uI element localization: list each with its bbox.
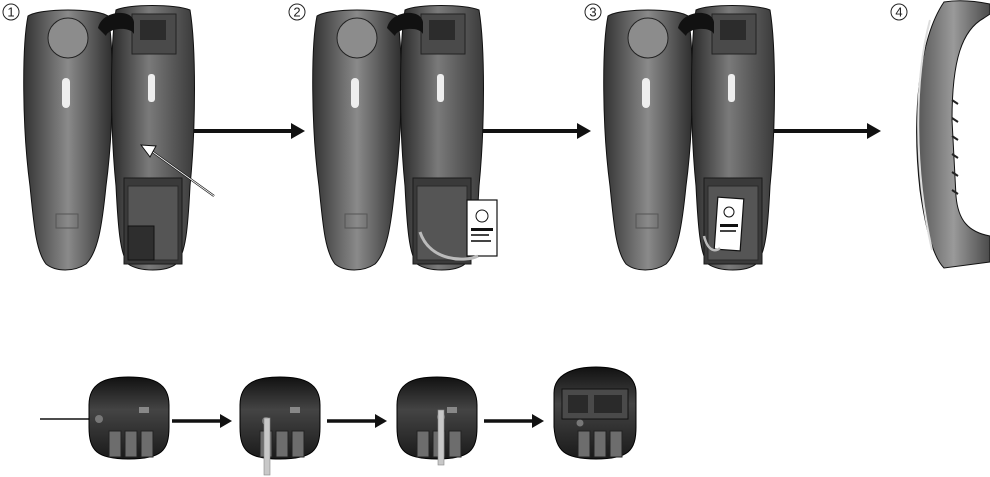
handset-open-step-3 — [604, 6, 775, 271]
belt-clip-icon — [397, 377, 477, 459]
belt-clip-open-icon — [554, 367, 636, 459]
step-number-2: 2 — [293, 5, 300, 20]
handset-open-step-2 — [313, 6, 484, 271]
step-1-panel: 1 — [3, 4, 214, 270]
step-number-3: 3 — [589, 5, 596, 20]
step-4-panel: 4 — [891, 1, 990, 268]
step-3-panel: 3 — [585, 4, 775, 270]
arrow-right-icon — [327, 414, 387, 428]
step-badge-1: 1 — [3, 4, 19, 20]
arrow-right-icon — [172, 414, 232, 428]
step-badge-3: 3 — [585, 4, 601, 20]
arrow-right-icon — [194, 123, 305, 139]
step-badge-2: 2 — [289, 4, 305, 20]
step-2-panel: 2 — [289, 4, 497, 270]
pin-tool-icon — [264, 418, 270, 475]
step-badge-4: 4 — [891, 4, 907, 20]
arrow-right-icon — [774, 123, 881, 139]
belt-clip-icon — [89, 377, 169, 459]
step-number-1: 1 — [7, 5, 14, 20]
belt-clip-icon — [240, 377, 320, 459]
arrow-right-icon — [483, 123, 591, 139]
handset-icon — [917, 1, 990, 268]
handset-open-step-1 — [24, 6, 195, 271]
arrow-right-icon — [484, 414, 544, 428]
pin-tool-icon — [438, 410, 444, 465]
step-number-4: 4 — [895, 5, 902, 20]
